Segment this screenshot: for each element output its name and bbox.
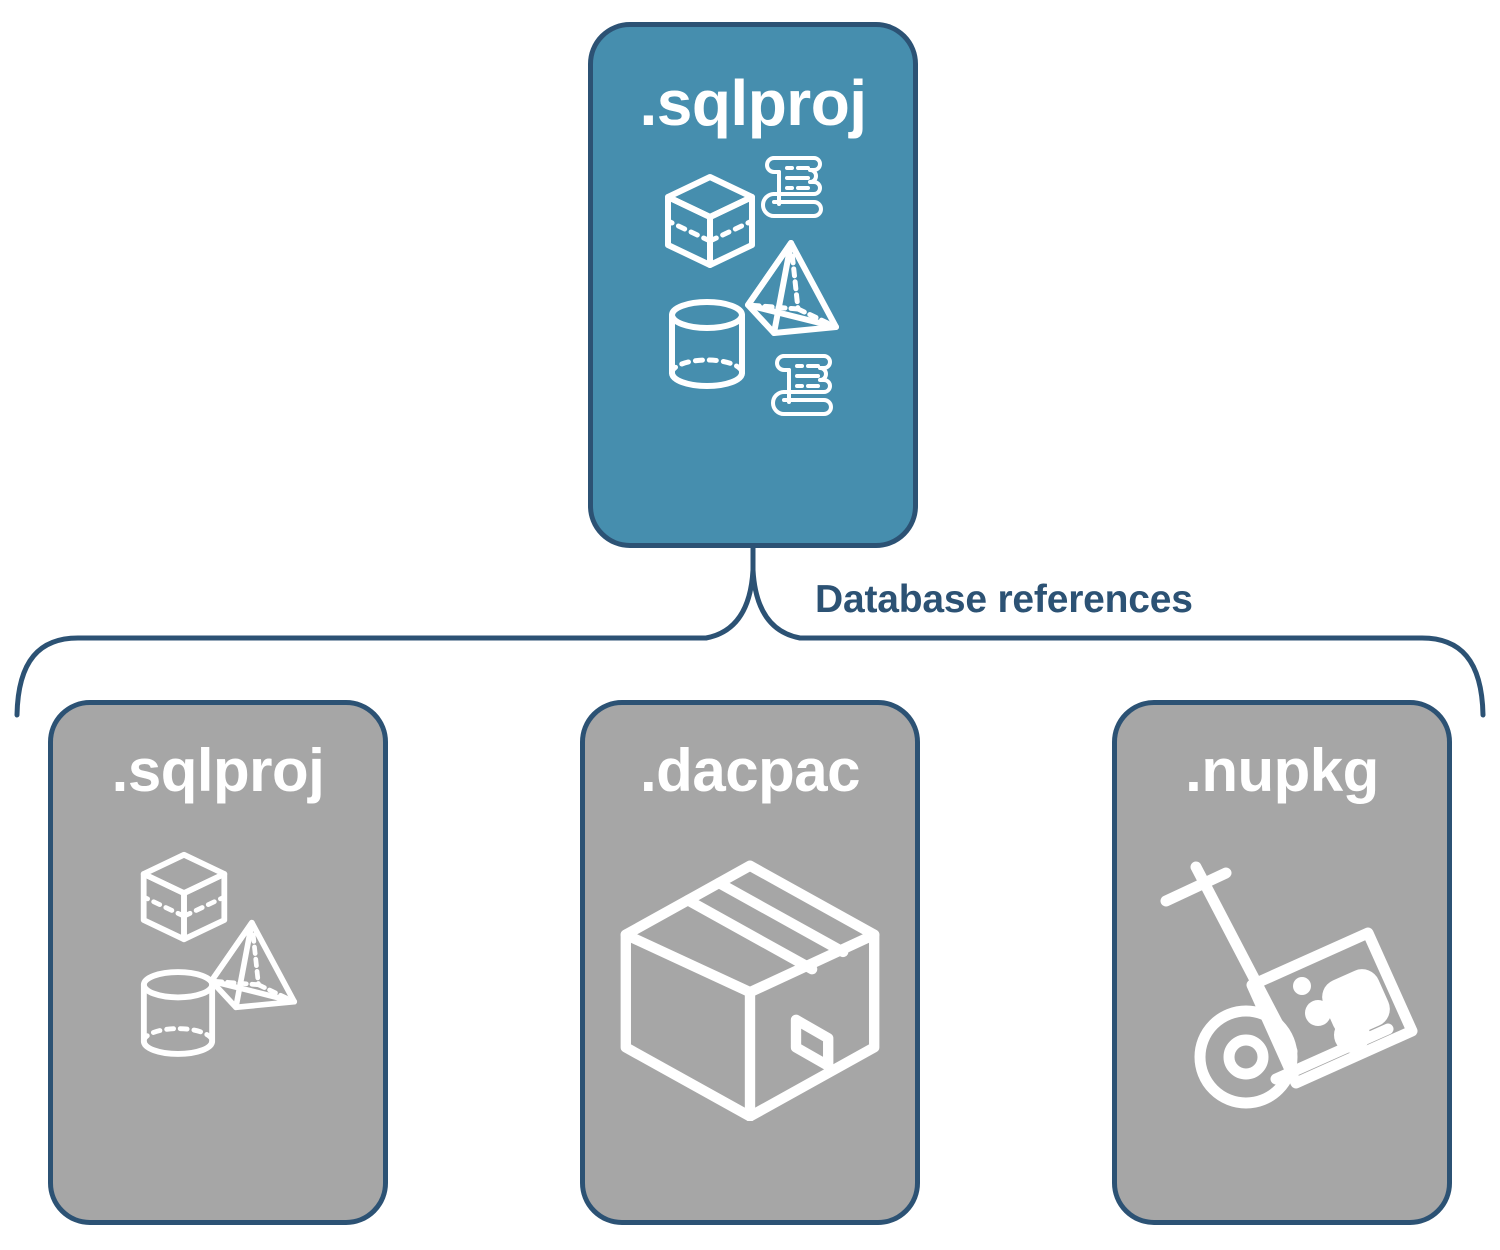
reference-card-title: .nupkg [1185,737,1379,804]
scroll-icon [771,354,833,416]
database-references-label: Database references [815,578,1193,621]
cube-icon [140,851,228,943]
cylinder-icon [140,969,216,1057]
reference-card-title: .dacpac [640,737,860,804]
reference-card-dacpac[interactable]: .dacpac [580,700,920,1225]
pyramid-icon [745,240,839,336]
bracket-peak-right [750,567,803,641]
pyramid-icon [208,919,298,1011]
scroll-icon [761,156,823,218]
reference-card-icon-group [48,809,388,1189]
reference-card-nupkg[interactable]: .nupkg [1112,700,1452,1225]
root-sqlproj-card[interactable]: .sqlproj [588,22,918,548]
reference-card-icon-group [1112,809,1452,1189]
reference-card-title: .sqlproj [111,737,325,804]
cylinder-icon [669,299,745,389]
bracket-peak-left [703,567,756,641]
cube-icon [665,174,755,268]
nuget-package-icon [1246,927,1418,1089]
package-box-icon [620,860,880,1121]
root-card-icon-group [588,149,918,449]
reference-card-icon-group [580,809,920,1189]
root-card-title: .sqlproj [639,67,867,139]
reference-card-sqlproj[interactable]: .sqlproj [48,700,388,1225]
